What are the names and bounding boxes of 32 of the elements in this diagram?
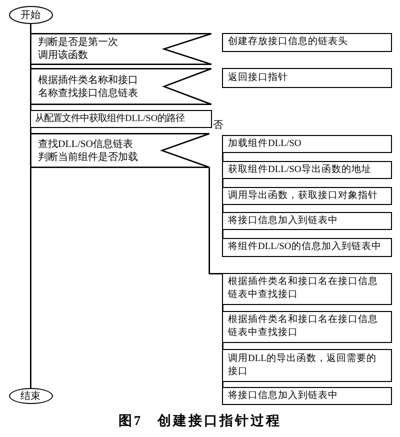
connector-line bbox=[222, 382, 224, 387]
connector-line bbox=[222, 305, 224, 311]
decision-box: 根据插件类名称和接口名称查找接口信息链表 bbox=[30, 68, 212, 105]
process-box: 从配置文件中获取组件DLL/SO的路径 bbox=[30, 110, 212, 128]
connector-line bbox=[30, 24, 32, 33]
connector-line bbox=[222, 343, 224, 349]
process-box: 调用导出函数，获取接口对象指针 bbox=[222, 187, 392, 205]
connector-line bbox=[30, 128, 32, 133]
process-box: 加载组件DLL/SO bbox=[222, 135, 392, 153]
process-box: 获取组件DLL/SO导出函数的地址 bbox=[222, 161, 392, 179]
connector-line bbox=[208, 167, 222, 274]
connector-line bbox=[30, 65, 32, 68]
connector-line bbox=[222, 205, 224, 212]
process-box: 将接口信息加入到链表中 bbox=[222, 387, 392, 405]
process-box: 创建存放接口信息的链表头 bbox=[222, 33, 392, 52]
decision-box: 判断是否是第一次调用该函数 bbox=[30, 33, 212, 65]
decision-box: 查找DLL/SO信息链表 判断当前组件是否加载 bbox=[30, 133, 210, 168]
process-box: 返回接口指针 bbox=[222, 68, 392, 88]
process-box: 根据插件类名和接口名在接口信息链表中查找接口 bbox=[222, 311, 392, 343]
connector-line bbox=[222, 230, 224, 238]
connector-line bbox=[30, 105, 32, 110]
terminal-oval: 结束 bbox=[8, 388, 53, 404]
process-box: 根据插件类名和接口名在接口信息链表中查找接口 bbox=[222, 273, 392, 305]
process-box: 将接口信息加入到链表中 bbox=[222, 212, 392, 230]
connector-line bbox=[30, 168, 32, 388]
branch-label: 否 bbox=[213, 120, 223, 132]
terminal-oval: 开始 bbox=[8, 6, 53, 24]
process-box: 将组件DLL/SO的信息加入到链表中 bbox=[222, 238, 392, 257]
connector-line bbox=[222, 153, 224, 161]
figure-caption: 图7 创建接口指针过程 bbox=[118, 413, 282, 429]
process-box: 调用DLL的导出函数，返回需要的接口 bbox=[222, 349, 392, 382]
connector-line bbox=[222, 179, 224, 187]
